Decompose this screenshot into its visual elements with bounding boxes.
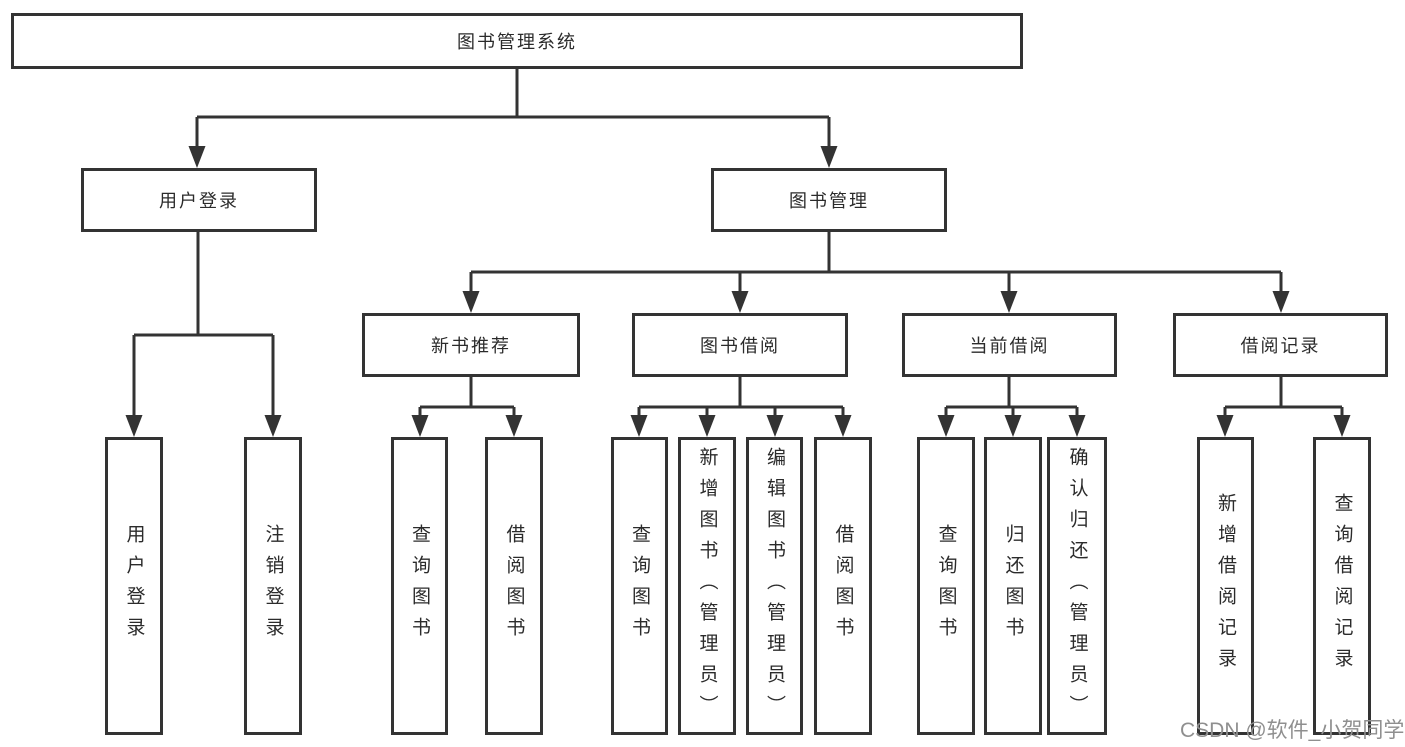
node-label: 新书推荐: [431, 336, 511, 356]
node-label: 归还图书: [1002, 524, 1024, 648]
csdn-watermark: CSDN @软件_小贺同学: [1180, 719, 1405, 742]
node-user-login: 用户登录: [81, 168, 317, 232]
node-new-book-recommend: 新书推荐: [362, 313, 580, 377]
node-label: 注销登录: [262, 524, 284, 648]
leaf-add-borrow-record: 新增借阅记录: [1197, 437, 1254, 735]
node-label: 确认归还（管理员）: [1066, 446, 1088, 726]
node-label: 编辑图书（管理员）: [764, 446, 785, 726]
node-label: 新增图书（管理员）: [696, 446, 718, 726]
leaf-confirm-return-admin: 确认归还（管理员）: [1047, 437, 1107, 735]
node-book-management: 图书管理: [711, 168, 947, 232]
leaf-query-books-current: 查询图书: [917, 437, 975, 735]
leaf-return-book: 归还图书: [984, 437, 1042, 735]
leaf-borrow-books: 借阅图书: [814, 437, 872, 735]
node-label: 图书管理系统: [457, 32, 577, 52]
node-label: 图书借阅: [700, 336, 780, 356]
node-label: 查询图书: [629, 524, 650, 648]
node-label: 查询图书: [935, 524, 957, 648]
node-label: 用户登录: [123, 524, 145, 648]
node-label: 新增借阅记录: [1215, 493, 1236, 679]
node-current-borrowing: 当前借阅: [902, 313, 1117, 377]
leaf-add-book-admin: 新增图书（管理员）: [678, 437, 736, 735]
node-label: 当前借阅: [969, 336, 1050, 356]
node-label: 图书管理: [789, 191, 869, 211]
leaf-query-books-recommend: 查询图书: [391, 437, 448, 735]
leaf-user-login: 用户登录: [105, 437, 163, 735]
leaf-edit-book-admin: 编辑图书（管理员）: [746, 437, 803, 735]
node-label: 查询借阅记录: [1331, 493, 1353, 679]
node-borrow-records: 借阅记录: [1173, 313, 1388, 377]
leaf-borrow-books-recommend: 借阅图书: [485, 437, 543, 735]
leaf-query-books-borrowing: 查询图书: [611, 437, 668, 735]
leaf-query-borrow-record: 查询借阅记录: [1313, 437, 1371, 735]
node-label: 查询图书: [409, 524, 430, 648]
node-label: 用户登录: [159, 191, 239, 211]
node-label: 借阅图书: [832, 524, 854, 648]
leaf-logout: 注销登录: [244, 437, 302, 735]
node-root: 图书管理系统: [11, 13, 1023, 69]
node-label: 借阅图书: [503, 524, 525, 648]
node-book-borrowing: 图书借阅: [632, 313, 848, 377]
node-label: 借阅记录: [1240, 336, 1321, 356]
